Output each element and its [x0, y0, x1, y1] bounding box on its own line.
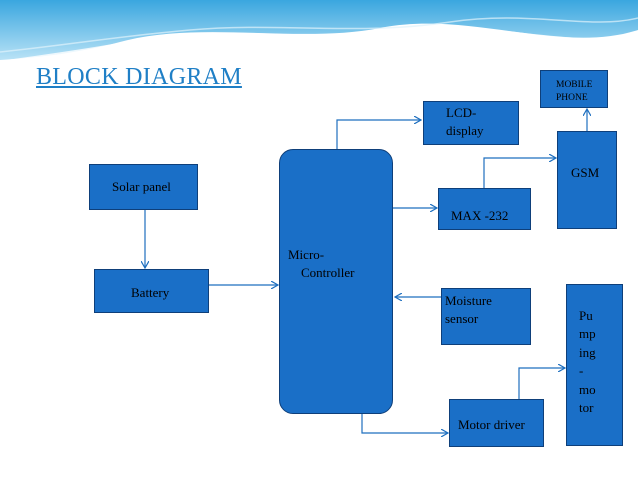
motor-driver-block: Motor driver — [449, 399, 544, 447]
arrow-mcu-to-motor-driver — [361, 414, 448, 433]
lcd-display-block: LCD- display — [423, 101, 519, 145]
max232-block: MAX -232 — [438, 188, 531, 230]
arrow-max232-to-gsm — [483, 158, 556, 188]
pumping-motor-block: Pu mp ing - mo tor — [566, 284, 623, 446]
slide-title: BLOCK DIAGRAM — [36, 64, 242, 90]
gsm-block: GSM — [557, 131, 617, 229]
arrow-motor-driver-to-pump — [518, 368, 565, 399]
battery-block: Battery — [94, 269, 209, 313]
moisture-sensor-block: Moisture sensor — [441, 288, 531, 345]
solar-panel-block: Solar panel — [89, 164, 198, 210]
mobile-phone-block: MOBILE PHONE — [540, 70, 608, 108]
header-wave-decoration — [0, 0, 638, 63]
microcontroller-block: Micro- Controller — [279, 149, 393, 414]
arrow-mcu-to-lcd — [336, 120, 421, 149]
